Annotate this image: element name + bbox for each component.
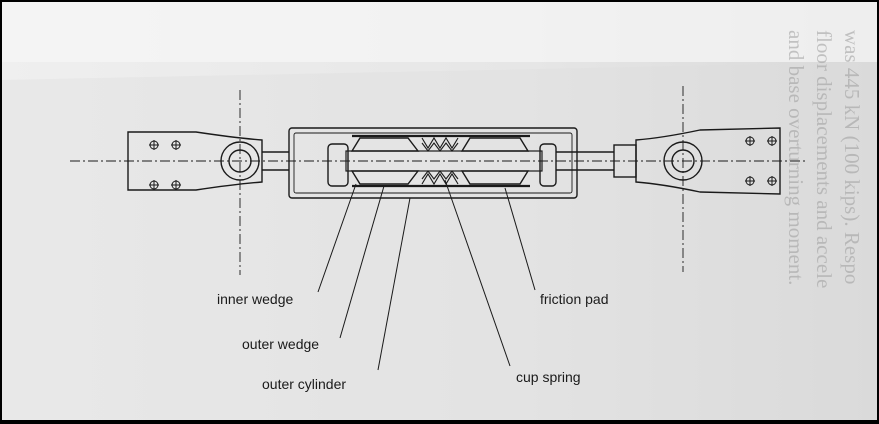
- bolt-hole: [149, 140, 159, 150]
- label-cup-spring: cup spring: [516, 369, 581, 385]
- bolt-hole: [149, 180, 159, 190]
- left-end-cap: [327, 143, 349, 187]
- right-clevis-plate: [635, 127, 781, 195]
- svg-text:floor displacements and accele: floor displacements and accele: [812, 30, 836, 288]
- top-left-wedge: [350, 137, 420, 152]
- leader-cup-spring: [444, 179, 511, 367]
- reverse-page-text: was 445 kN (100 kips). Respo floor displ…: [784, 30, 864, 288]
- bolt-hole: [171, 140, 181, 150]
- center-lines: [70, 86, 805, 275]
- left-eye-inner: [228, 149, 252, 173]
- leader-lines: [317, 179, 536, 371]
- left-eye-outer: [220, 141, 260, 181]
- bottom-left-wedge: [350, 170, 420, 185]
- svg-text:and base overturning moment.: and base overturning moment.: [784, 30, 808, 285]
- top-right-wedge: [460, 137, 530, 152]
- leader-outer-wedge: [339, 185, 385, 339]
- bottom-right-wedge: [460, 170, 530, 185]
- bolt-hole: [745, 136, 755, 146]
- bolt-hole: [745, 176, 755, 186]
- right-eye-outer: [663, 141, 703, 181]
- bolt-hole: [171, 180, 181, 190]
- leader-friction-pad: [504, 187, 536, 291]
- label-outer-cylinder: outer cylinder: [262, 376, 346, 392]
- label-inner-wedge: inner wedge: [217, 291, 293, 307]
- scan-shade-bottom: [2, 62, 877, 420]
- right-eye-inner: [671, 149, 695, 173]
- leader-inner-wedge: [317, 183, 357, 293]
- outer-cylinder-inner-wall: [293, 132, 573, 194]
- inner-shaft: [345, 150, 543, 172]
- outer-cylinder-housing: [288, 127, 578, 199]
- bolt-hole: [767, 176, 777, 186]
- right-end-cap: [539, 143, 557, 187]
- left-clevis-plate: [127, 131, 263, 191]
- bolt-holes: [149, 136, 777, 190]
- damper-body: [127, 127, 781, 199]
- scan-shade-top: [2, 2, 877, 62]
- leader-outer-cylinder: [377, 197, 411, 371]
- label-friction-pad: friction pad: [540, 291, 608, 307]
- callout-labels: inner wedge outer wedge outer cylinder f…: [217, 291, 608, 392]
- label-outer-wedge: outer wedge: [242, 336, 319, 352]
- svg-text:was 445 kN (100 kips). Respo: was 445 kN (100 kips). Respo: [840, 30, 864, 284]
- bolt-hole: [767, 136, 777, 146]
- cup-spring-stack: [421, 136, 459, 186]
